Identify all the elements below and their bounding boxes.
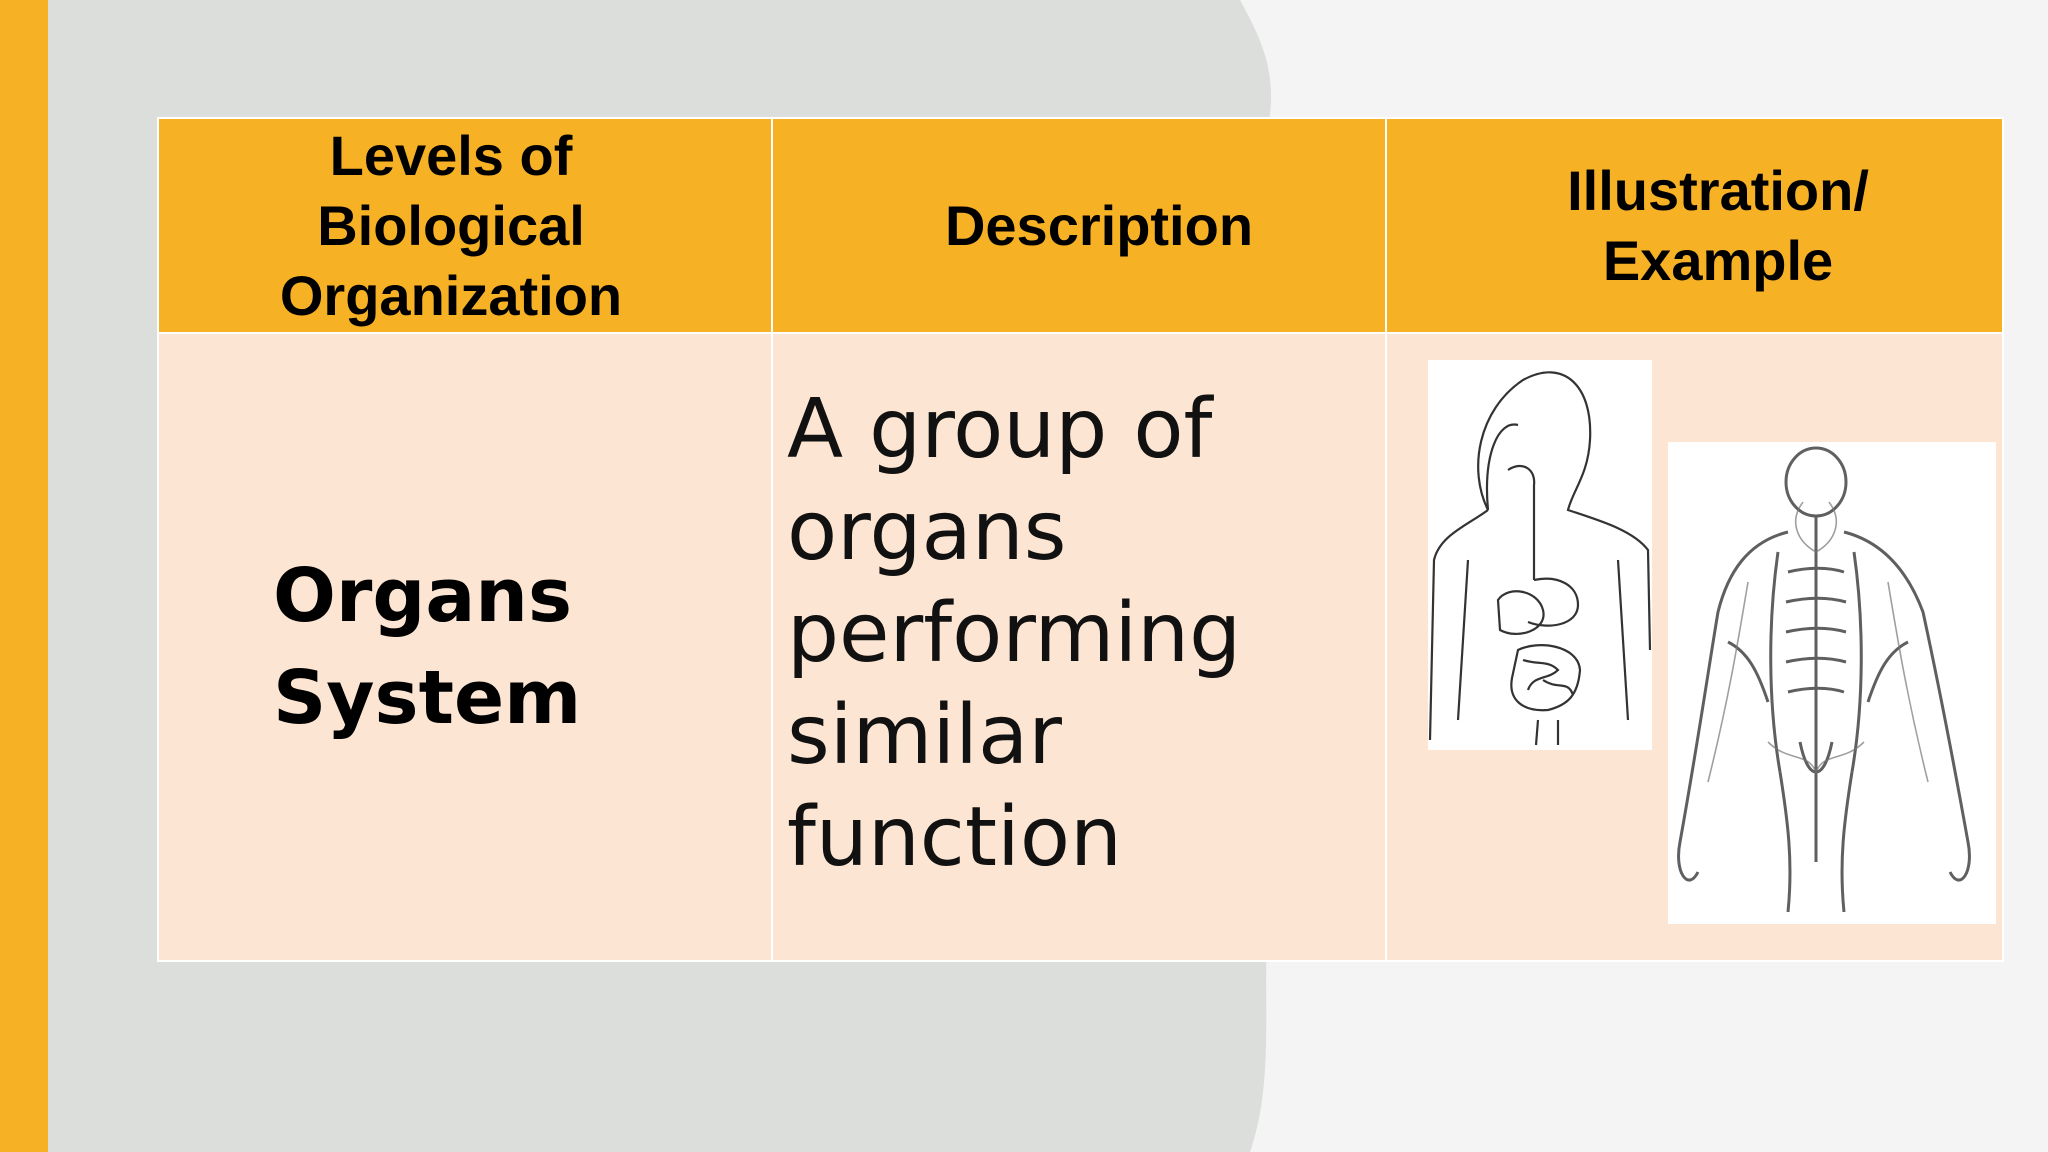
accent-bar [0,0,48,1152]
table-header-row: Levels of Biological Organization Descri… [157,117,2004,334]
level-name: Organs System [273,553,582,741]
header-description: Description [771,117,1387,334]
header-levels: Levels of Biological Organization [157,117,773,334]
digestive-system-figure-icon [1428,360,1652,750]
header-illustration: Illustration/ Example [1385,117,2004,334]
description-text: A group of organs performing similar fun… [787,382,1242,885]
level-cell: Organs System [157,332,773,962]
body-systems-figure-icon [1668,442,1996,924]
description-cell: A group of organs performing similar fun… [771,332,1387,962]
